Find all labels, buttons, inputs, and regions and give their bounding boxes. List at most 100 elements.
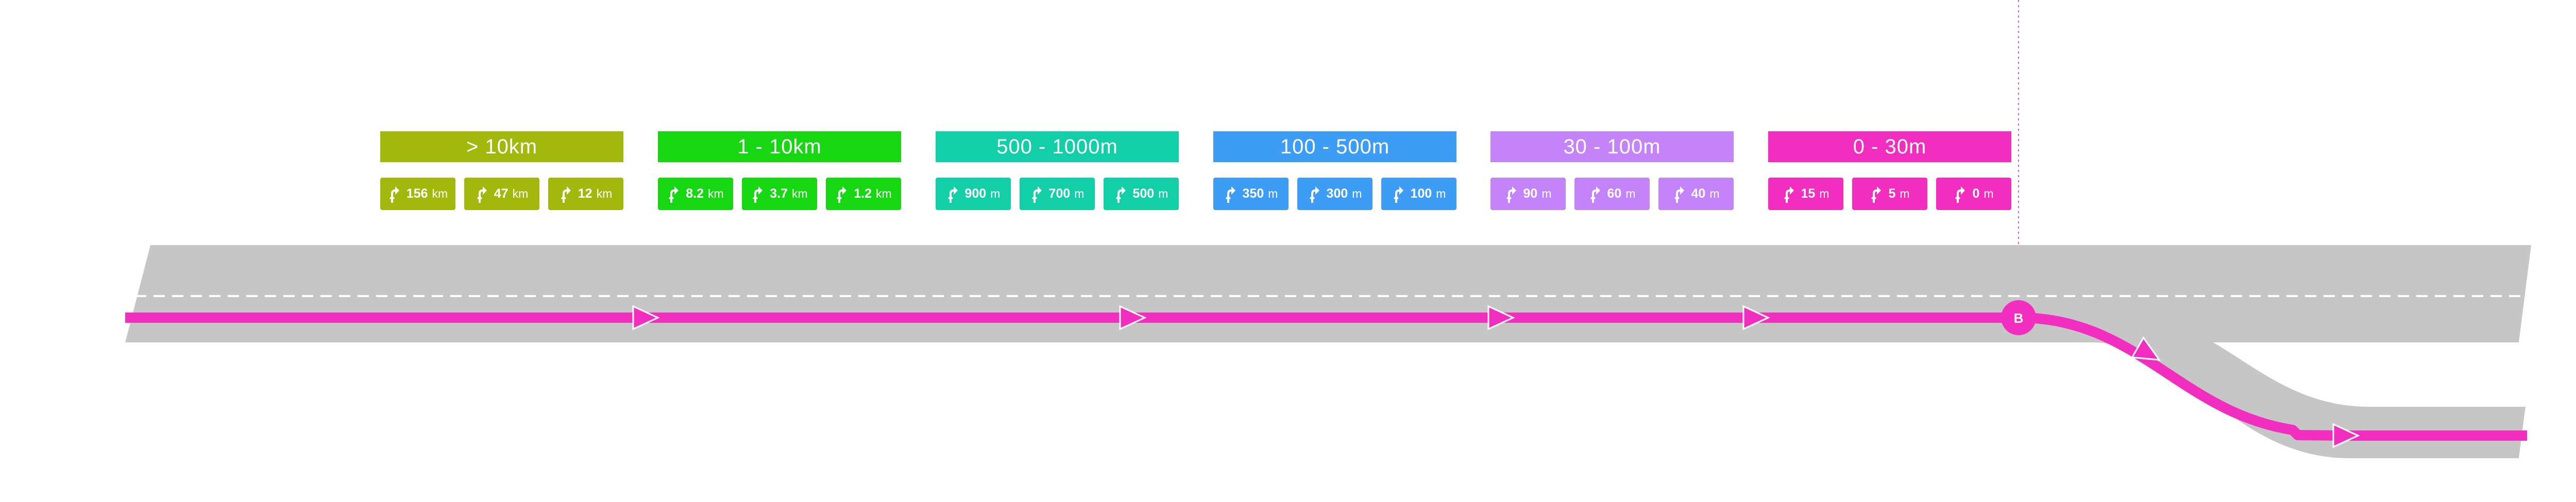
chip-unit: m (1709, 187, 1720, 200)
band-title: 30 - 100m (1490, 131, 1734, 162)
chip-value: 40 (1691, 186, 1706, 201)
marker-label: B (2014, 310, 2024, 326)
distance-chip: 900 m (936, 178, 1011, 210)
chip-unit: m (990, 187, 1001, 200)
chip-unit: m (1352, 187, 1362, 200)
chip-row: 8.2 km 3.7 km 1.2 km (658, 178, 901, 210)
route-arrow (2332, 423, 2360, 448)
turn-left-arrow-icon (1225, 186, 1235, 203)
band-title: > 10km (380, 131, 623, 162)
distance-band: 1 - 10km 8.2 km 3.7 km (658, 131, 901, 210)
chip-row: 90 m 60 m 40 m (1490, 178, 1734, 210)
route-arrow (632, 305, 660, 331)
route-arrow (1742, 305, 1770, 331)
band-title: 0 - 30m (1768, 131, 2011, 162)
turn-left-arrow-icon (753, 186, 763, 203)
turn-left-arrow-icon (1115, 186, 1126, 203)
distance-chip: 40 m (1658, 178, 1734, 210)
distance-chip: 8.2 km (658, 178, 733, 210)
route-arrow (1119, 305, 1147, 331)
distance-chip: 100 m (1381, 178, 1456, 210)
chip-value: 8.2 (686, 186, 704, 201)
chip-row: 15 m 5 m 0 m (1768, 178, 2011, 210)
distance-chip: 12 km (548, 178, 623, 210)
chip-unit: km (512, 187, 529, 200)
band-title: 1 - 10km (658, 131, 901, 162)
chip-value: 5 (1888, 186, 1896, 201)
turn-left-arrow-icon (1871, 186, 1882, 203)
turn-left-arrow-icon (1031, 186, 1042, 203)
chip-value: 100 (1410, 186, 1432, 201)
band-title: 100 - 500m (1213, 131, 1456, 162)
turn-left-arrow-icon (1393, 186, 1403, 203)
distance-chip: 300 m (1297, 178, 1372, 210)
chip-unit: km (876, 187, 892, 200)
chip-value: 15 (1801, 186, 1816, 201)
route-arrow (2131, 336, 2161, 361)
chip-value: 1.2 (854, 186, 872, 201)
distance-chip: 60 m (1574, 178, 1650, 210)
chip-unit: m (1900, 187, 1910, 200)
distance-chip: 5 m (1852, 178, 1927, 210)
distance-chip: 1.2 km (826, 178, 901, 210)
chip-value: 60 (1607, 186, 1622, 201)
chip-value: 300 (1326, 186, 1348, 201)
chip-unit: km (708, 187, 724, 200)
distance-chip: 47 km (464, 178, 539, 210)
chip-value: 0 (1972, 186, 1980, 201)
waypoint-marker: B (2001, 300, 2036, 335)
turn-left-arrow-icon (477, 186, 487, 203)
turn-left-arrow-icon (837, 186, 847, 203)
exit-ramp (2056, 309, 2526, 458)
distance-band: 30 - 100m 90 m 60 m (1490, 131, 1734, 210)
turn-left-arrow-icon (1674, 186, 1684, 203)
turn-left-arrow-icon (947, 186, 958, 203)
chip-unit: m (1158, 187, 1168, 200)
turn-left-arrow-icon (561, 186, 571, 203)
turn-left-arrow-icon (1309, 186, 1319, 203)
distance-chip: 156 km (380, 178, 455, 210)
chip-unit: m (1819, 187, 1829, 200)
chip-value: 700 (1048, 186, 1071, 201)
chip-row: 350 m 300 m 100 m (1213, 178, 1456, 210)
chip-unit: m (1625, 187, 1636, 200)
chip-value: 900 (964, 186, 987, 201)
distance-band: > 10km 156 km 47 km (380, 131, 623, 210)
turn-left-arrow-icon (1784, 186, 1794, 203)
chip-value: 156 (406, 186, 428, 201)
chip-value: 12 (578, 186, 592, 201)
chip-unit: m (1984, 187, 1994, 200)
chip-row: 900 m 700 m 500 m (936, 178, 1179, 210)
turn-left-arrow-icon (389, 186, 399, 203)
distance-band: 100 - 500m 350 m 300 m (1213, 131, 1456, 210)
chip-value: 350 (1242, 186, 1264, 201)
turn-left-arrow-icon (1506, 186, 1516, 203)
distance-chip: 90 m (1490, 178, 1566, 210)
distance-chip: 15 m (1768, 178, 1843, 210)
chip-row: 156 km 47 km 12 km (380, 178, 623, 210)
distance-chip: 0 m (1936, 178, 2011, 210)
distance-chip: 500 m (1104, 178, 1179, 210)
chip-unit: m (1541, 187, 1552, 200)
turn-left-arrow-icon (669, 186, 679, 203)
chip-unit: m (1268, 187, 1278, 200)
chip-unit: km (432, 187, 448, 200)
chip-unit: km (792, 187, 808, 200)
chip-unit: m (1074, 187, 1084, 200)
chip-unit: km (596, 187, 613, 200)
band-title: 500 - 1000m (936, 131, 1179, 162)
distance-band: 0 - 30m 15 m 5 m (1768, 131, 2011, 210)
turn-left-arrow-icon (1590, 186, 1600, 203)
chip-value: 3.7 (770, 186, 788, 201)
distance-chip: 350 m (1213, 178, 1289, 210)
turn-left-arrow-icon (1955, 186, 1965, 203)
chip-value: 90 (1523, 186, 1538, 201)
chip-value: 500 (1132, 186, 1155, 201)
distance-chip: 3.7 km (742, 178, 817, 210)
chip-unit: m (1436, 187, 1446, 200)
route-arrow (1487, 305, 1515, 331)
distance-band: 500 - 1000m 900 m 700 m (936, 131, 1179, 210)
distance-chip: 700 m (1020, 178, 1095, 210)
chip-value: 47 (494, 186, 509, 201)
